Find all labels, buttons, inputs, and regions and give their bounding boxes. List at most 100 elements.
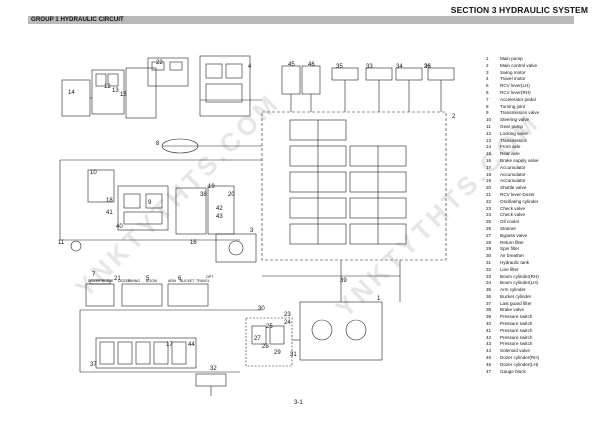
callout: 43 (216, 214, 223, 220)
legend-label: Bucket cylinder (500, 293, 532, 299)
callout: 13 (112, 88, 119, 94)
legend-label: Check valve (500, 212, 526, 218)
legend-item: 37 Last guard filter (486, 301, 596, 308)
legend-label: RCV lever-Dozer (500, 191, 535, 197)
legend-label: Transmission (500, 137, 528, 143)
legend-item: 27 Bypass valve (486, 233, 596, 240)
legend-label: Pressure switch (500, 321, 533, 327)
legend-number: 1 (486, 56, 489, 61)
gauge-block (195, 373, 227, 387)
oscillating-cylinder (147, 57, 189, 87)
legend-number: 43 (486, 341, 492, 347)
callout: 4 (248, 64, 252, 70)
group-title: GROUP 1 HYDRAULIC CIRCUIT (31, 16, 124, 23)
callout: 38 (200, 192, 207, 198)
legend-label: Air breather (500, 253, 525, 259)
legend-label: Steering valve (500, 117, 530, 123)
rcv-lever-lh (121, 283, 163, 307)
legend-label: RCV lever(RH) (500, 89, 531, 95)
legend-label: Boom cylinder(LH) (500, 280, 539, 286)
legend-label: Dozer cylinder(LH) (500, 361, 539, 367)
label-swing: SWING (128, 279, 140, 283)
legend-label: Strainer (500, 225, 517, 231)
legend-number: 19 (486, 178, 492, 184)
callout: 8 (156, 141, 160, 147)
spin-filter (269, 325, 285, 345)
legend-number: 34 (486, 280, 492, 286)
legend-number: 30 (486, 253, 492, 259)
label-opt: OPT (206, 275, 214, 279)
legend-number: 21 (486, 191, 492, 197)
legend-label: Accelerator pedal (500, 96, 536, 102)
callout: 2 (452, 114, 456, 120)
legend-label: Accumulator (500, 164, 526, 170)
legend-number: 27 (486, 232, 492, 238)
legend-number: 10 (486, 117, 492, 123)
legend-item: 10 Steering valve (486, 117, 596, 124)
legend-number: 5 (486, 83, 489, 89)
legend-label: Swing motor (500, 69, 526, 75)
legend-label: Main control valve (500, 62, 538, 68)
legend-number: 23 (486, 205, 492, 211)
legend-label: Last guard filter (500, 300, 532, 306)
legend-number: 31 (486, 259, 492, 265)
legend-number: 11 (486, 123, 491, 129)
callout: 31 (290, 352, 297, 358)
callout: 1 (377, 296, 381, 302)
locking-valve (199, 55, 251, 117)
swing-motor (215, 233, 257, 263)
callout: 17 (166, 342, 173, 348)
legend-label: Bypass valve (500, 232, 528, 238)
legend-label: Front axle (500, 144, 521, 150)
legend-label: Locking valve (500, 130, 528, 136)
legend-number: 39 (486, 314, 492, 320)
legend-item: 39 Pressure switch (486, 314, 596, 321)
hydraulic-tank (245, 317, 293, 367)
front-axle (61, 79, 91, 117)
callout: 26 (424, 64, 431, 70)
dozer-cylinder-lh (301, 65, 321, 95)
legend-item: 17 Accumulator (486, 165, 596, 172)
steering-valve (87, 169, 115, 203)
callout: 14 (68, 90, 75, 96)
callout: 10 (90, 170, 97, 176)
legend-number: 8 (486, 103, 489, 109)
legend-label: Accumulator (500, 171, 526, 177)
callout: 39 (340, 278, 347, 284)
legend-label: Pressure switch (500, 314, 533, 320)
callout: 45 (288, 62, 295, 68)
legend-label: Accumulator (500, 178, 526, 184)
legend-number: 18 (486, 171, 492, 177)
callout: 9 (148, 200, 152, 206)
label-travel: TRAVEL (196, 279, 210, 283)
legend-label: Dozer cylinder(RH) (500, 355, 540, 361)
callout: 42 (216, 206, 223, 212)
label-bucket: BUCKET (180, 279, 195, 283)
legend-label: Travel motor (500, 76, 526, 82)
callout: 15 (120, 92, 127, 98)
legend-item: 30 Air breather (486, 253, 596, 260)
label-dozer: DOZER (118, 279, 131, 283)
legend-number: 17 (486, 164, 492, 170)
legend-number: 37 (486, 300, 492, 306)
rear-axle (125, 67, 157, 119)
brake-supply-valve (175, 187, 207, 235)
callout: 35 (336, 64, 343, 70)
callout: 25 (266, 324, 273, 330)
legend-label: Pressure switch (500, 327, 533, 333)
callout: 29 (274, 350, 281, 356)
